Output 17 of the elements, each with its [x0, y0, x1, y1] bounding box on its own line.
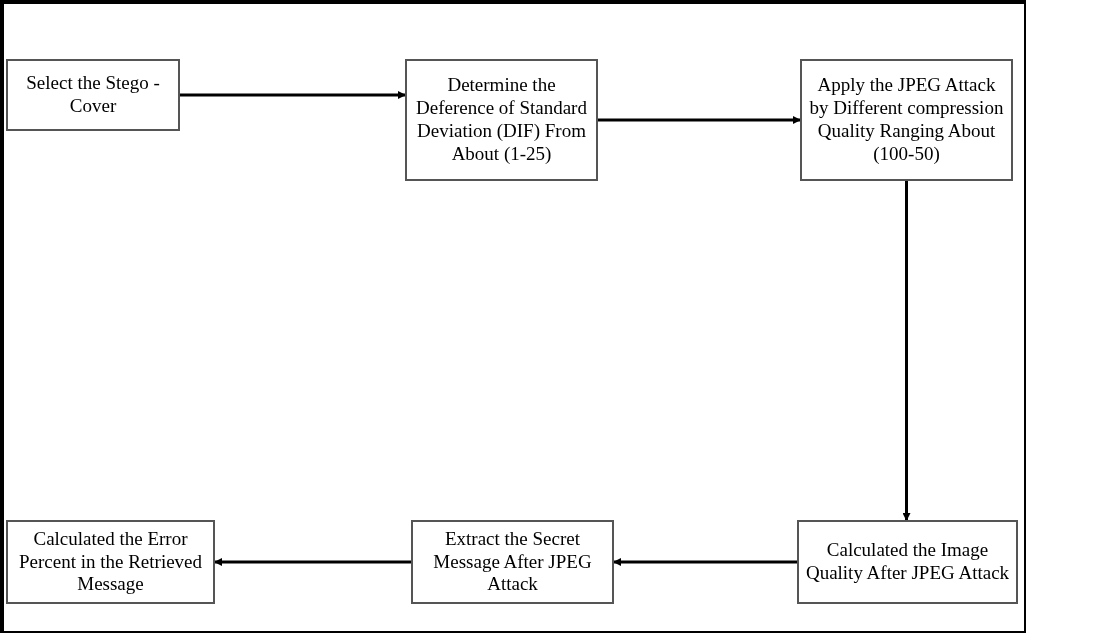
process-box [797, 520, 1018, 604]
arrow [180, 91, 406, 99]
box-text: Calculated the Image Quality After JPEG Attack [804, 539, 1011, 585]
box-text: Select the Stego - Cover [25, 72, 161, 118]
box-text: Calculated the Error Percent in the Retrieved Message [17, 527, 204, 597]
process-box [800, 59, 1013, 181]
box-text: Extract the Secret Message After JPEG Attack [432, 527, 593, 597]
arrow [613, 558, 797, 566]
box-text: Determine the Deference of Standard Deviation (DIF) From About (1-25) [415, 74, 588, 166]
arrow [598, 116, 801, 124]
arrow [214, 558, 411, 566]
process-box [6, 59, 180, 131]
process-box [411, 520, 614, 604]
process-box [6, 520, 215, 604]
box-text: Apply the JPEG Attack by Different compression Quality Ranging About (100-50) [808, 74, 1005, 166]
process-box [405, 59, 598, 181]
arrow [902, 181, 911, 521]
